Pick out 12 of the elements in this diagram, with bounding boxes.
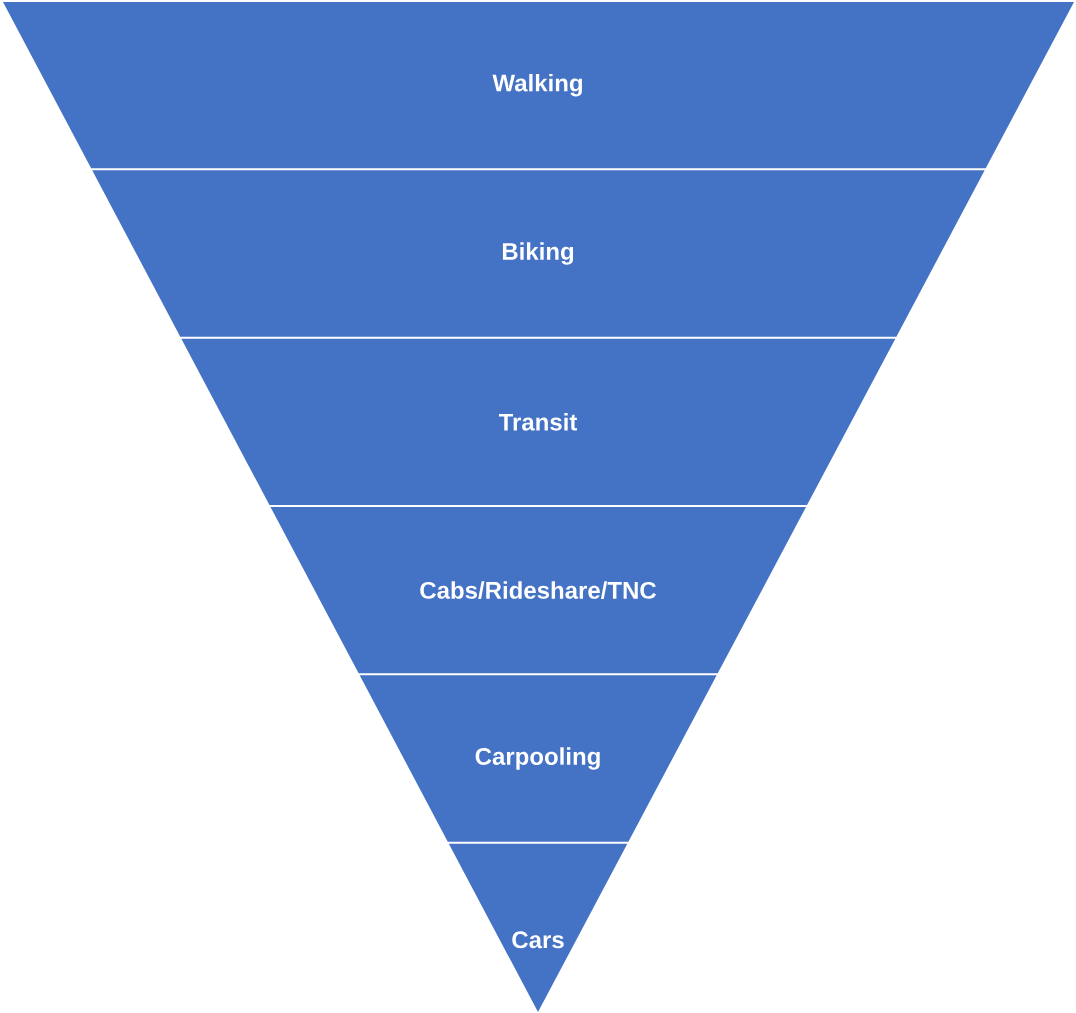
funnel-band: Transit [181, 338, 896, 505]
node-label: Walking [492, 73, 582, 97]
node-label: Transit [498, 413, 578, 431]
funnel-band: Carpooling [359, 675, 717, 842]
funnel-band: Walking [3, 2, 1074, 169]
node-label: Cabs/Rideshare/TNC [420, 581, 657, 600]
funnel-band: Biking [92, 170, 985, 337]
node-label: Cars [512, 931, 564, 949]
funnel-band: Cabs/Rideshare/TNC [270, 507, 806, 674]
funnel-band: Cars [448, 843, 628, 1012]
node-label: Carpooling [475, 747, 600, 770]
node-label: Biking [502, 242, 574, 265]
